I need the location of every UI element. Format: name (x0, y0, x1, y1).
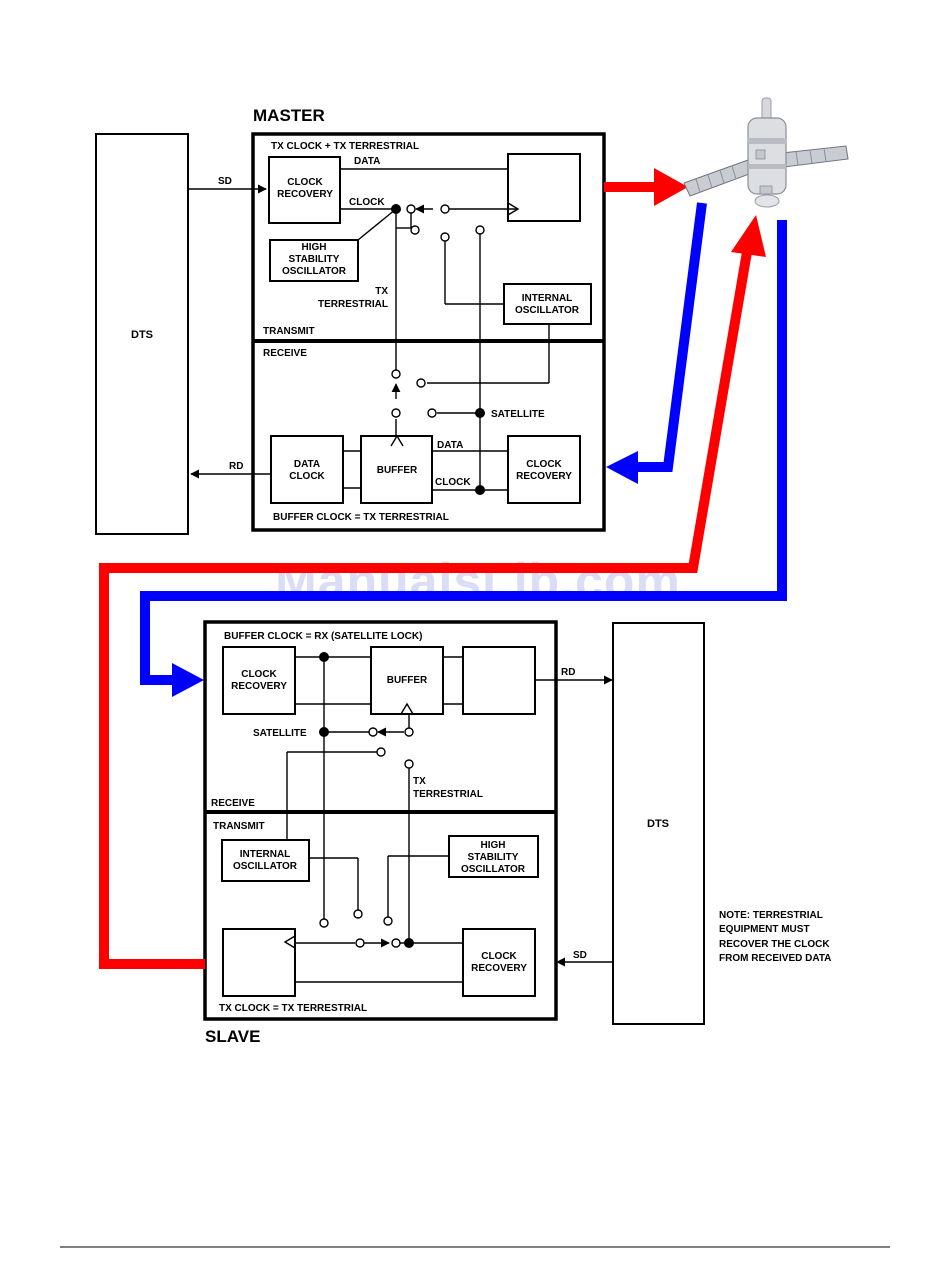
note-text: NOTE: TERRESTRIAL EQUIPMENT MUST RECOVER… (719, 910, 831, 964)
master-transmitter-box (507, 153, 581, 222)
master-tx-clock-label: TX CLOCK + TX TERRESTRIAL (271, 141, 419, 152)
slave-internal-osc-box: INTERNAL OSCILLATOR (221, 839, 310, 882)
master-rx-clock-recovery-line1: CLOCK (526, 459, 562, 470)
master-transmit-wiring (340, 168, 517, 486)
master-hso-line3: OSCILLATOR (282, 266, 347, 277)
slave-clock-recovery-box: CLOCK RECOVERY (222, 646, 296, 715)
slave-rd-label: RD (561, 667, 575, 678)
slave-tx-terrestrial-line1: TX (413, 776, 426, 787)
slave-tx-terrestrial-line2: TERRESTRIAL (413, 789, 483, 800)
slave-buffer-box: BUFFER (370, 646, 444, 715)
slave-satellite-label: SATELLITE (253, 728, 307, 739)
master-hso-line2: STABILITY (289, 254, 340, 265)
slave-dts-label: DTS (647, 818, 669, 830)
master-clock-recovery-box: CLOCK RECOVERY (268, 156, 341, 224)
master-rx-clock-recovery-line2: RECOVERY (516, 471, 572, 482)
slave-receive-label: RECEIVE (211, 798, 255, 809)
master-receive-label: RECEIVE (263, 348, 307, 359)
slave-tx-clock-label: TX CLOCK = TX TERRESTRIAL (219, 1003, 367, 1014)
slave-transmit-wiring (295, 855, 463, 983)
master-rx-data-label: DATA (437, 440, 463, 451)
slave-tx-clock-recovery-line2: RECOVERY (471, 963, 527, 974)
master-transmit-label: TRANSMIT (263, 326, 315, 337)
note-line1: NOTE: TERRESTRIAL (719, 910, 823, 921)
master-data-clock-line2: CLOCK (289, 471, 325, 482)
slave-buffer-label: BUFFER (387, 675, 428, 686)
master-iosc-line2: OSCILLATOR (515, 305, 580, 316)
slave-sd-link: SD (556, 950, 613, 967)
slave-clock-recovery-line2: RECOVERY (231, 681, 287, 692)
master-tx-terrestrial-line2: TERRESTRIAL (318, 299, 388, 310)
master-title: MASTER (253, 106, 325, 125)
note-line2: EQUIPMENT MUST (719, 924, 810, 935)
slave-downlink-arrow (140, 220, 787, 697)
master-clock-recovery-line2: RECOVERY (277, 189, 333, 200)
master-sd-label: SD (218, 176, 232, 187)
master-clock-recovery-line1: CLOCK (287, 177, 323, 188)
master-rd-label: RD (229, 461, 243, 472)
master-tx-terrestrial-line1: TX (375, 286, 388, 297)
master-buffer-clock-label: BUFFER CLOCK = TX TERRESTRIAL (273, 512, 449, 523)
master-data-clock-line1: DATA (294, 459, 320, 470)
master-receive-wiring (343, 324, 550, 495)
master-sd-link: SD (188, 176, 267, 194)
slave-transmitter-box (222, 928, 296, 997)
note-line4: FROM RECEIVED DATA (719, 953, 831, 964)
master-buffer-box: BUFFER (360, 434, 433, 504)
slave-clock-recovery-line1: CLOCK (241, 669, 277, 680)
master-rd-link: RD (190, 461, 271, 479)
slave-iosc-line1: INTERNAL (240, 849, 291, 860)
slave-tx-clock-recovery-box: CLOCK RECOVERY (462, 928, 536, 997)
master-dts-label: DTS (131, 329, 153, 341)
slave-buffer-clock-label: BUFFER CLOCK = RX (SATELLITE LOCK) (224, 631, 422, 642)
slave-hso-line3: OSCILLATOR (461, 864, 526, 875)
master-satellite-label: SATELLITE (491, 409, 545, 420)
slave-iosc-line2: OSCILLATOR (233, 861, 298, 872)
slave-receiver-output-box (462, 646, 536, 715)
slave-uplink-arrow (99, 215, 766, 969)
master-data-label: DATA (354, 156, 380, 167)
slave-title: SLAVE (205, 1027, 260, 1046)
master-downlink-arrow (606, 202, 707, 484)
master-dts: DTS (95, 133, 189, 535)
master-data-clock-box: DATA CLOCK (270, 435, 344, 504)
master-rx-clock-recovery-box: CLOCK RECOVERY (507, 435, 581, 504)
master-buffer-label: BUFFER (377, 465, 418, 476)
slave-sd-label: SD (573, 950, 587, 961)
master-high-stability-osc-box: HIGH STABILITY OSCILLATOR (269, 239, 359, 282)
master-hso-line1: HIGH (302, 242, 327, 253)
master-internal-osc-box: INTERNAL OSCILLATOR (503, 283, 592, 325)
slave-transmit-label: TRANSMIT (213, 821, 265, 832)
slave-tx-clock-recovery-line1: CLOCK (481, 951, 517, 962)
slave-hso-line1: HIGH (481, 840, 506, 851)
master-clock-label: CLOCK (349, 197, 385, 208)
slave-dts: DTS (612, 622, 705, 1025)
note-line3: RECOVER THE CLOCK (719, 939, 830, 950)
slave-high-stability-osc-box: HIGH STABILITY OSCILLATOR (448, 835, 539, 878)
master-iosc-line1: INTERNAL (522, 293, 573, 304)
slave-hso-line2: STABILITY (468, 852, 519, 863)
master-uplink-arrow (604, 168, 688, 206)
satellite-icon (683, 97, 849, 208)
master-rx-clock-label: CLOCK (435, 477, 471, 488)
